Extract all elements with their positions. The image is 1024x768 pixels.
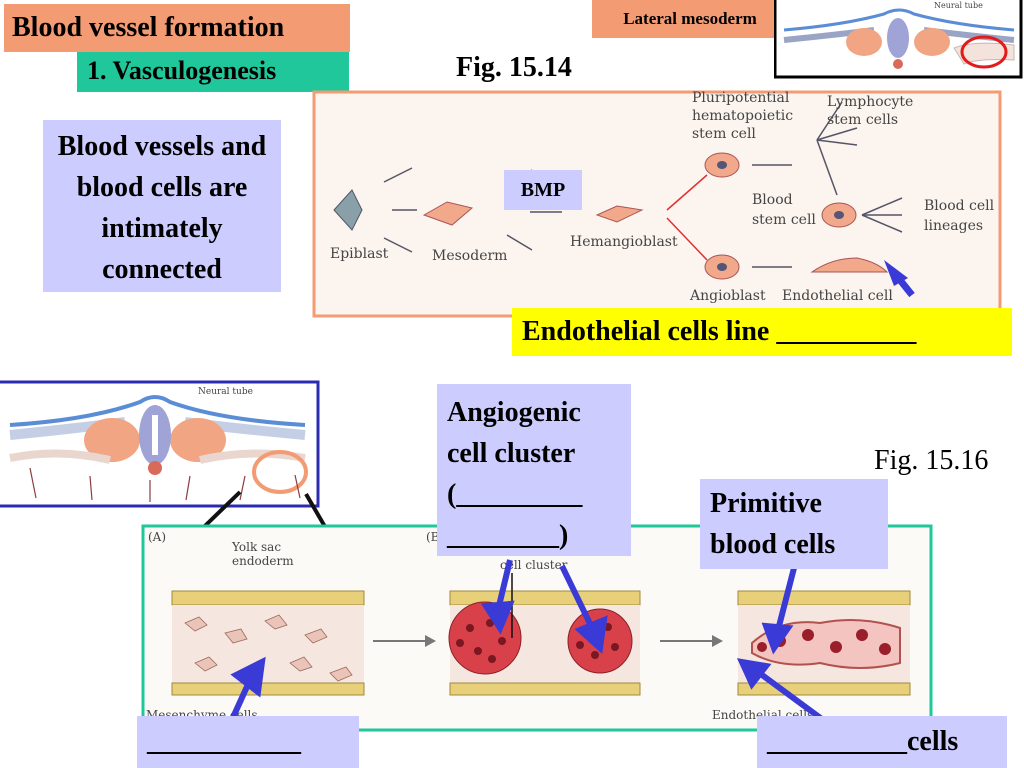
bmp-label: BMP [504,170,582,210]
hemangioblast-cell [595,205,644,223]
angiogenic-line-4: ________) [447,520,569,551]
vasculogenesis-section: (A) (B) Yolk sac endoderm cell cluster M… [141,524,933,732]
primitive-line-1: Primitive [710,488,822,519]
endothelial-cell-label: Endothelial cell [782,288,893,304]
slide-title: Blood vessel formation [4,4,350,52]
pluripotential-label-3: stem cell [692,126,756,142]
connection-note: Blood vessels and blood cells are intima… [43,120,281,292]
figure-label-bottom: Fig. 15.16 [874,445,989,476]
angiogenic-line-1: Angiogenic [447,397,581,428]
angiogenic-line-3: (_________ [447,479,583,510]
blood-lineages-label-1: Blood cell [924,198,995,214]
angiogenic-cluster-callout: Angiogenic cell cluster (_________ _____… [437,384,631,556]
lineage-diagram: Epiblast Mesoderm Hemangioblast Pluripot… [312,90,1002,318]
hemangioblast-label: Hemangioblast [570,234,678,250]
cross-section-thumbnail: Neural tube [774,0,1023,79]
neural-tube-cross-section: Neural tube [0,380,320,508]
primitive-blood-callout: Primitive blood cells [700,479,888,569]
cell-cluster-label: cell cluster [500,558,568,572]
pluripotential-label-1: Pluripotential [692,90,790,106]
pluripotential-label-2: hematopoietic [692,108,793,124]
blood-stem-label-1: Blood [752,192,793,208]
angiogenic-line-2: cell cluster [447,438,576,469]
angioblast-label: Angioblast [689,288,766,304]
yolk-sac-label-1: Yolk sac [231,540,281,554]
lymphocyte-label-1: Lymphocyte [827,94,913,110]
endothelial-fill-in: Endothelial cells line __________ [512,308,1012,356]
blood-lineages-label-2: lineages [924,218,983,234]
primitive-line-2: blood cells [710,529,836,560]
blood-stem-label-2: stem cell [752,212,816,228]
mesenchyme-blank-callout: ___________ [137,716,359,768]
lateral-mesoderm-label: Lateral mesoderm [592,0,788,38]
lymphocyte-label-2: stem cells [827,112,898,128]
epiblast-cell [333,189,363,231]
mesoderm-label: Mesoderm [432,248,507,264]
figure-label-top: Fig. 15.14 [456,52,572,83]
yolk-sac-label-2: endoderm [232,554,294,568]
panel-a-label: (A) [148,530,166,544]
epiblast-label: Epiblast [330,246,389,262]
mesoderm-cell [422,201,474,226]
endothelial-blank-callout: __________cells [757,716,1007,768]
neural-tube-label-left: Neural tube [198,387,253,397]
neural-tube-label-top: Neural tube [934,1,983,10]
slide-subtitle: 1. Vasculogenesis [77,52,349,92]
